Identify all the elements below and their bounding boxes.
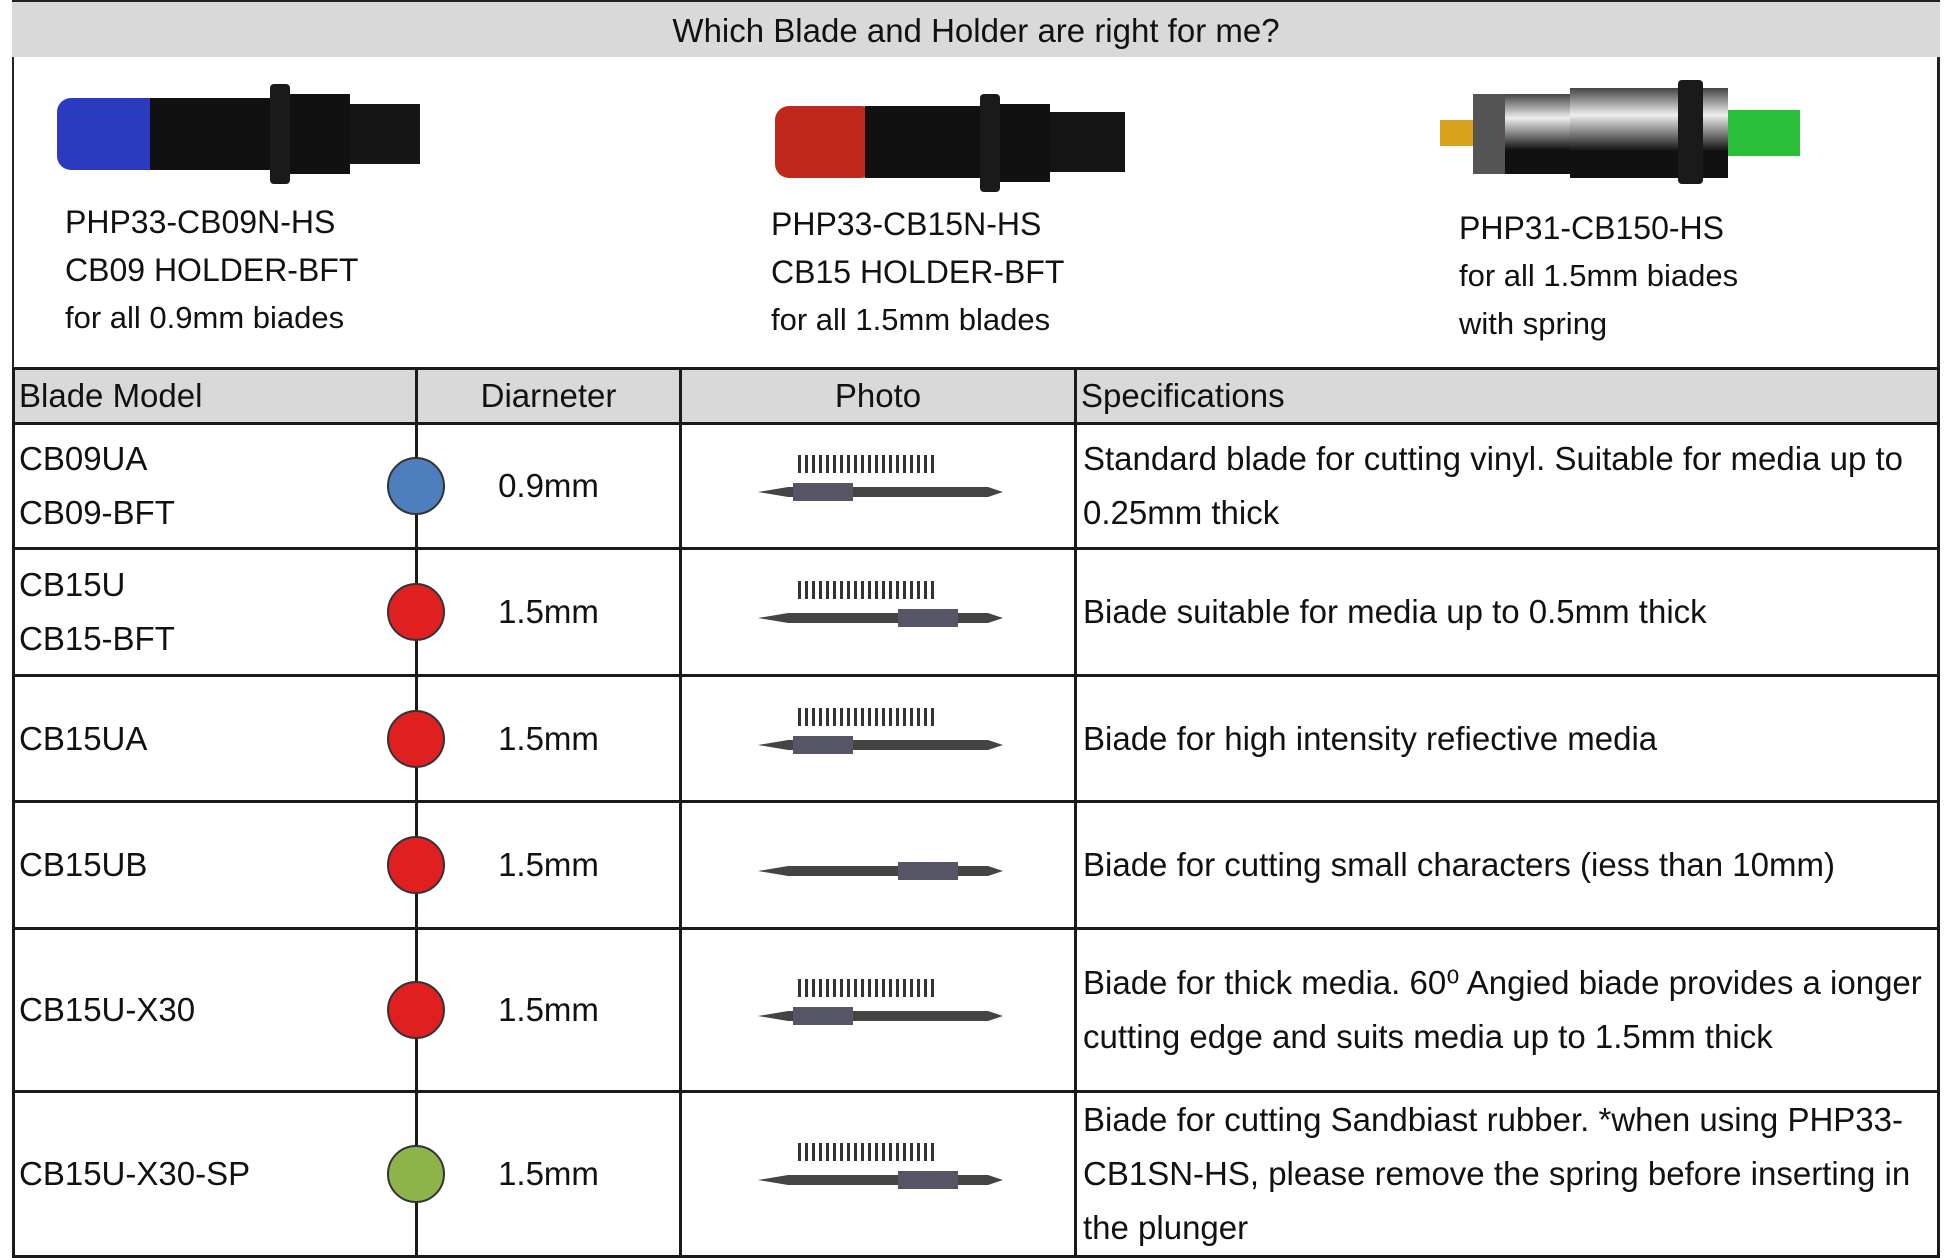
holder-desc: for all 1.5mm biades — [1459, 258, 1739, 293]
blade-model: CB15U-X30 — [19, 991, 196, 1028]
holder-model: PHP33-CB15N-HS — [771, 206, 1042, 242]
blade-model: CB15UB — [19, 846, 148, 883]
spring-icon — [798, 979, 934, 997]
photo-cell — [679, 547, 1077, 677]
table-row: CB15UB 1.5mm Biade for cutting small cha… — [12, 800, 1940, 930]
blade-photo — [758, 979, 1003, 1025]
holder-2: PHP33-CB15N-HS CB15 HOLDER-BFT for all 1… — [771, 200, 1064, 344]
header-photo: Photo — [679, 367, 1077, 425]
diameter-color-dot — [387, 836, 445, 894]
holder-3: PHP31-CB150-HS for all 1.5mm biades with… — [1459, 204, 1738, 348]
photo-cell — [679, 674, 1077, 803]
table-row: CB09UA CB09-BFT 0.9mm Standard blade for … — [12, 422, 1940, 550]
holder-model: PHP31-CB150-HS — [1459, 210, 1724, 246]
photo-cell — [679, 1090, 1077, 1258]
holder-desc: for all 0.9mm biades — [65, 300, 345, 335]
diameter: 1.5mm — [415, 800, 682, 930]
diameter-color-dot — [387, 583, 445, 641]
header-diameter: Diarneter — [415, 367, 682, 425]
photo-cell — [679, 422, 1077, 550]
table-row: CB15UA 1.5mm Biade for high intensity re… — [12, 674, 1940, 803]
blade-model-cell: CB15UB — [12, 800, 445, 930]
blade-table: Blade Model Diarneter Photo Specificatio… — [12, 367, 1940, 1258]
page-title: Which Blade and Holder are right for me? — [12, 0, 1940, 57]
blade-photo — [758, 581, 1003, 627]
blade-model-cell: CB15U-X30-SP — [12, 1090, 445, 1258]
specification: Biade for high intensity refiective medi… — [1074, 674, 1940, 803]
photo-cell — [679, 927, 1077, 1093]
holder-name: CB15 HOLDER-BFT — [771, 254, 1065, 290]
blade-photo — [758, 707, 1003, 754]
holder-1: PHP33-CB09N-HS CB09 HOLDER-BFT for all 0… — [65, 198, 358, 342]
blade-model: CB09UA — [19, 440, 148, 477]
table-header: Blade Model Diarneter Photo Specificatio… — [12, 367, 1940, 425]
diameter: 1.5mm — [415, 1090, 682, 1258]
specification: Standard blade for cutting vinyl. Suitab… — [1074, 422, 1940, 550]
diameter: 1.5mm — [415, 547, 682, 677]
blade-photo — [758, 862, 1003, 880]
blade-model-alt: CB09-BFT — [19, 494, 175, 531]
holder-desc: for all 1.5mm blades — [771, 302, 1051, 337]
table-row: CB15U-X30-SP 1.5mm Biade for cutting San… — [12, 1090, 1940, 1258]
spring-icon — [798, 1143, 934, 1161]
specification: Biade for thick media. 60⁰ Angied biade … — [1074, 927, 1940, 1093]
diameter: 1.5mm — [415, 674, 682, 803]
photo-cell — [679, 800, 1077, 930]
diameter-color-dot — [387, 981, 445, 1039]
diameter: 1.5mm — [415, 927, 682, 1093]
holder-3-image — [1440, 80, 1800, 184]
blade-model-cell: CB15U CB15-BFT — [12, 547, 445, 677]
diameter-color-dot — [387, 1145, 445, 1203]
holder-model: PHP33-CB09N-HS — [65, 204, 336, 240]
specification: Biade for cutting Sandbiast rubber. *whe… — [1074, 1090, 1940, 1258]
blade-model-alt: CB15-BFT — [19, 620, 175, 657]
diameter-color-dot — [387, 457, 445, 515]
blade-model-cell: CB15U-X30 — [12, 927, 445, 1093]
blade-model: CB15UA — [19, 719, 148, 757]
holder-desc-2: with spring — [1459, 306, 1608, 341]
specification: Biade for cutting small characters (iess… — [1074, 800, 1940, 930]
spring-icon — [798, 707, 934, 726]
spring-icon — [798, 455, 934, 473]
header-blade-model: Blade Model — [12, 367, 418, 425]
diameter-color-dot — [387, 709, 445, 768]
blade-model: CB15U-X30-SP — [19, 1155, 251, 1192]
blade-model-cell: CB09UA CB09-BFT — [12, 422, 445, 550]
table-row: CB15U CB15-BFT 1.5mm Biade suitable for m… — [12, 547, 1940, 677]
diameter: 0.9mm — [415, 422, 682, 550]
blade-photo — [758, 1143, 1003, 1189]
blade-model-cell: CB15UA — [12, 674, 445, 803]
holder-1-image — [57, 84, 420, 184]
specification: Biade suitable for media up to 0.5mm thi… — [1074, 547, 1940, 677]
holder-name: CB09 HOLDER-BFT — [65, 252, 359, 288]
spring-icon — [798, 581, 934, 599]
header-specifications: Specifications — [1074, 367, 1940, 425]
blade-model: CB15U — [19, 566, 126, 603]
holder-2-image — [775, 94, 1125, 192]
table-row: CB15U-X30 1.5mm Biade for thick media. 6… — [12, 927, 1940, 1093]
blade-photo — [758, 455, 1003, 501]
